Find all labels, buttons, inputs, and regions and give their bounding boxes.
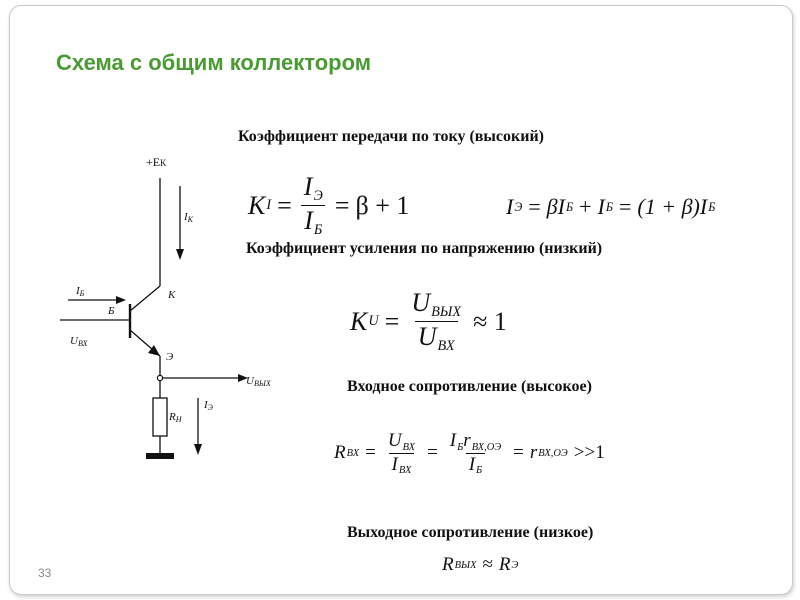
heading-input-resistance: Входное сопротивление (высокое)	[347, 378, 592, 395]
uin-label: UВХ	[70, 335, 89, 348]
ik-label: IК	[183, 211, 194, 224]
common-collector-circuit: +EК IК IБ Б К Э UВХ UВЫХ IЭ RН	[60, 155, 272, 459]
heading-output-resistance: Выходное сопротивление (низкое)	[347, 524, 594, 541]
emitter-label: Э	[166, 351, 173, 363]
rn-label: RН	[168, 411, 183, 424]
slide: Схема с общим коллектором	[9, 5, 793, 595]
ie-label: IЭ	[203, 399, 214, 412]
heading-current-gain: Коэффициент передачи по току (высокий)	[238, 128, 545, 145]
heading-voltage-gain: Коэффициент усиления по напряжению (низк…	[246, 240, 603, 257]
ib-label: IБ	[75, 285, 85, 298]
page-number: 33	[38, 566, 52, 580]
page-title: Схема с общим коллектором	[56, 50, 372, 75]
base-label: Б	[107, 305, 115, 317]
uout-label: UВЫХ	[246, 375, 272, 388]
collector-label: К	[167, 289, 176, 301]
supply-label: +EК	[146, 155, 167, 169]
